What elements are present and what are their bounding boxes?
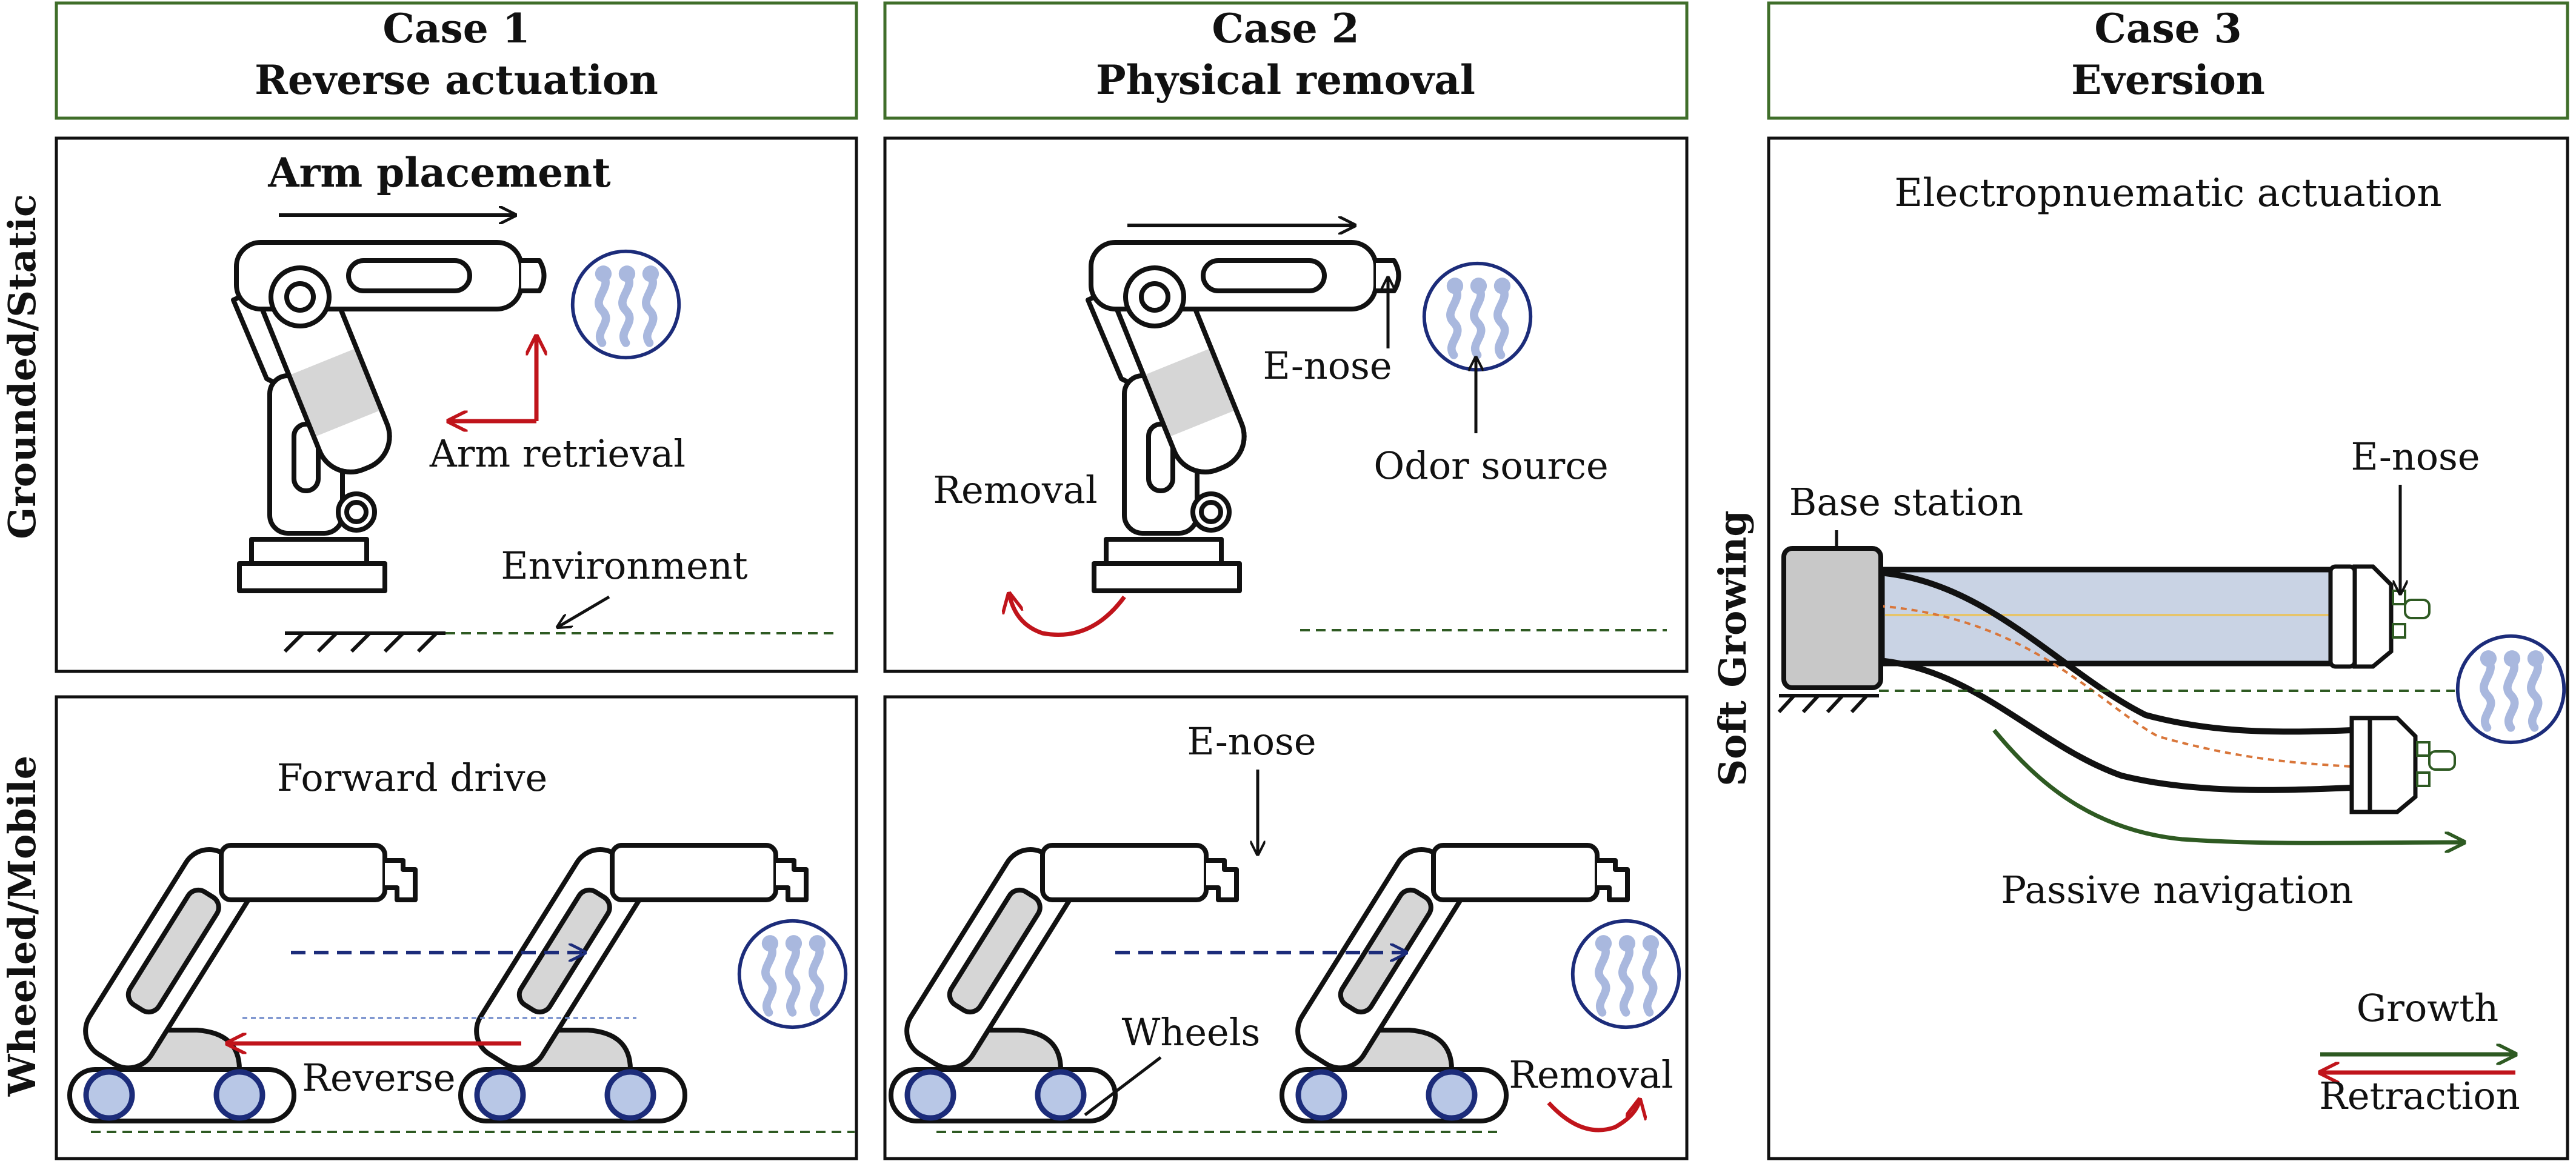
bent-body-upper	[1878, 570, 2352, 735]
panel-case3-soft: Electropnuematic actuation Base station	[1767, 136, 2569, 1160]
everted-body	[1879, 567, 2340, 667]
panel-case1-grounded: Arm placement Arm retrieval Environment	[55, 136, 858, 673]
actuation-label: Electropnuematic actuation	[1894, 171, 2441, 216]
case-2-title: Physical removal	[1096, 56, 1475, 104]
removal-arrow	[1009, 594, 1126, 637]
forward-drive-label: Forward drive	[277, 756, 548, 800]
case-3-label: Case 3	[2094, 5, 2241, 52]
removal-label: Removal	[1509, 1053, 1673, 1097]
growth-label: Growth	[2357, 986, 2498, 1030]
case-2-label: Case 2	[1212, 5, 1359, 52]
removal-label: Removal	[933, 468, 1097, 512]
odor-source-icon	[2458, 636, 2564, 743]
case-1-label: Case 1	[382, 5, 530, 52]
header-case-2: Case 2 Physical removal	[883, 1, 1689, 120]
enose-tip-static	[2328, 564, 2431, 669]
bent-body-lower	[1878, 657, 2352, 793]
environment-label: Environment	[501, 544, 747, 588]
panel-case1-wheeled: Forward drive Reverse	[55, 695, 858, 1160]
enose-label: E-nose	[2351, 434, 2480, 479]
base-station-label: Base station	[1789, 480, 2023, 524]
passive-navigation-label: Passive navigation	[2001, 868, 2353, 912]
removal-arrow	[1547, 1100, 1640, 1133]
arm-placement-label: Arm placement	[267, 149, 611, 196]
wheels-label: Wheels	[1122, 1010, 1261, 1054]
odor-source-icon	[573, 251, 679, 358]
row-label-grounded: Grounded/Static	[0, 194, 44, 539]
retraction-label: Retraction	[2319, 1074, 2520, 1118]
base-station-box	[1781, 546, 1883, 690]
enose-label: E-nose	[1187, 719, 1316, 763]
panel-case2-wheeled: E-nose Wheels Removal	[883, 695, 1689, 1160]
environment-arrow	[558, 595, 610, 627]
header-case-1: Case 1 Reverse actuation	[55, 1, 858, 120]
case-3-title: Eversion	[2071, 56, 2265, 104]
passive-navigation-arrow	[1992, 728, 2464, 843]
panel-case2-grounded: E-nose Odor source Removal	[883, 136, 1689, 673]
header-case-3: Case 3 Eversion	[1767, 1, 2569, 120]
odor-source-icon	[1424, 264, 1531, 370]
enose-tip-bent	[2349, 716, 2456, 814]
ground-hatch-icon	[283, 631, 445, 653]
arm-retrieval-label: Arm retrieval	[429, 431, 686, 476]
odor-source-icon	[1573, 921, 1680, 1028]
case-1-title: Reverse actuation	[255, 56, 658, 104]
enose-label: E-nose	[1263, 344, 1392, 388]
odor-source-label: Odor source	[1373, 444, 1608, 488]
reverse-label: Reverse	[302, 1056, 455, 1100]
steering-path	[1878, 605, 2352, 768]
odor-source-icon	[739, 921, 846, 1028]
ground-hatch-icon	[1777, 694, 1879, 714]
row-label-soft: Soft Growing	[1710, 510, 1755, 786]
wheels-arrow	[1084, 1056, 1162, 1116]
row-label-wheeled: Wheeled/Mobile	[0, 756, 44, 1097]
